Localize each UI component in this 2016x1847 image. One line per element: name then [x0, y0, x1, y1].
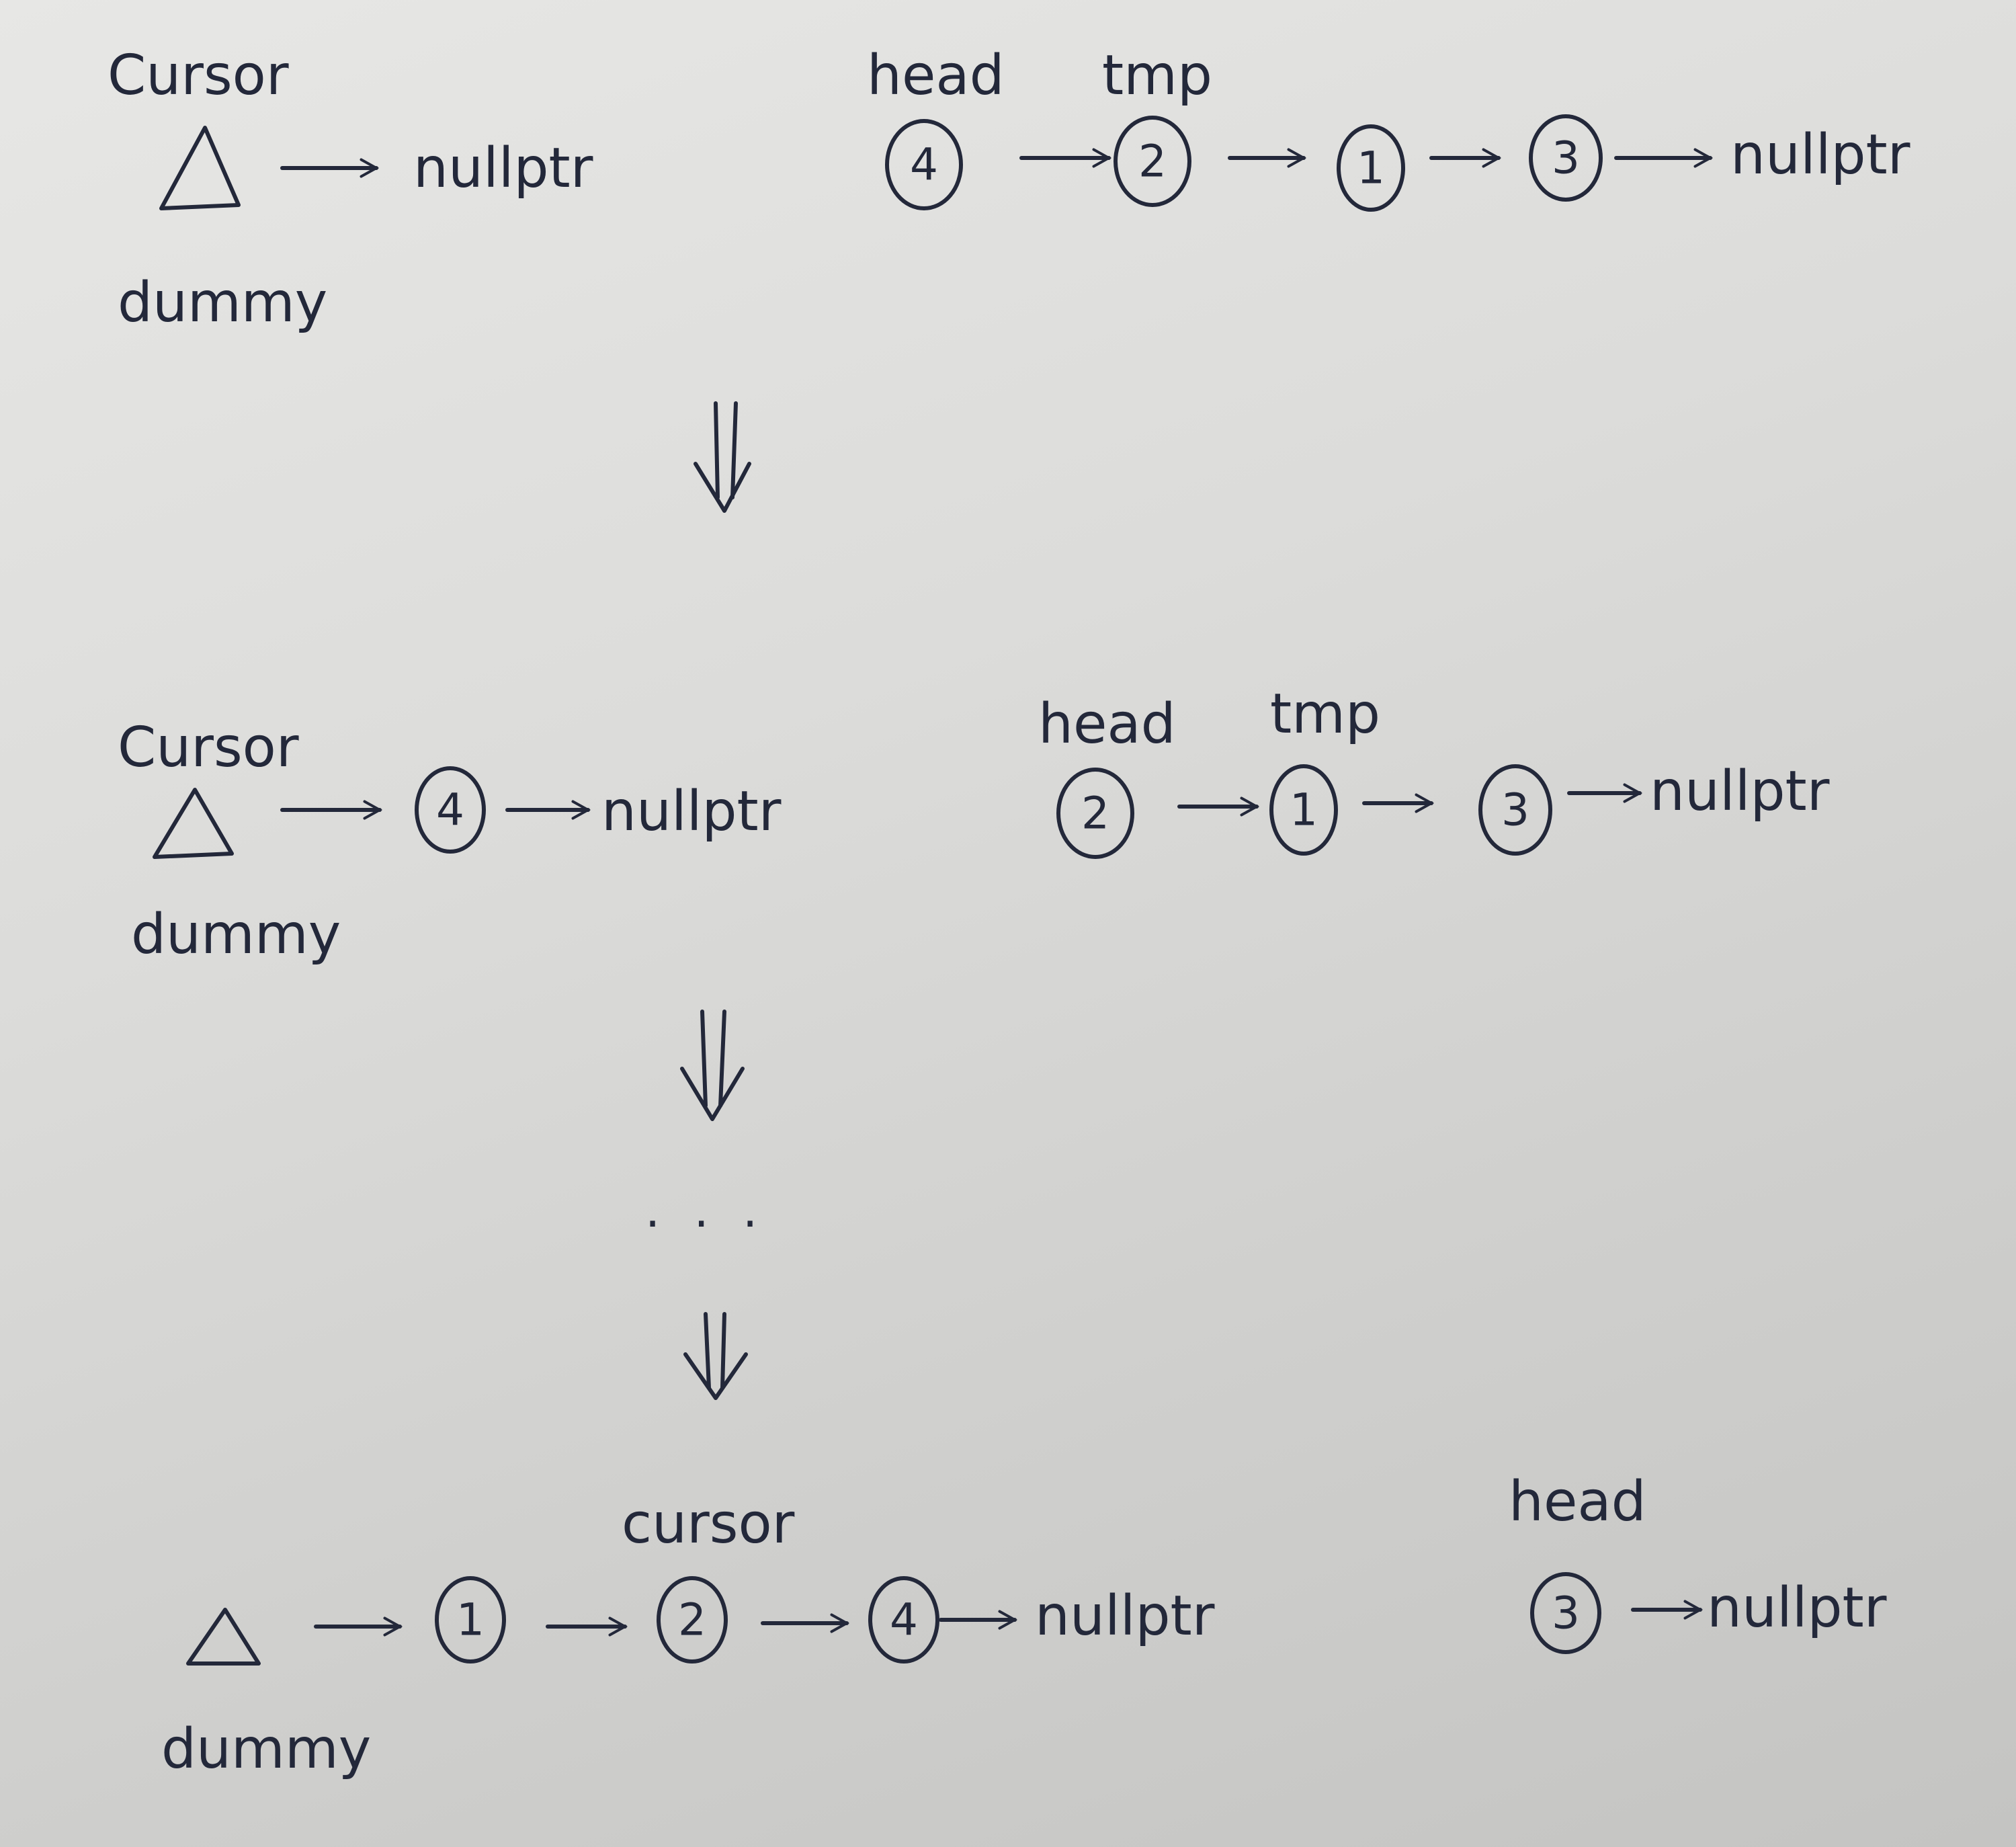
null-terminator: nullptr: [413, 136, 593, 200]
list-node: 1: [1337, 124, 1405, 212]
dummy-label: dummy: [131, 903, 341, 967]
list-node: 4: [885, 119, 963, 210]
list-node: 2: [657, 1576, 728, 1664]
dummy-node-triangle: [159, 126, 241, 210]
stage-1: Cursor nullptr dummy head tmp 4 2 1 3 nu…: [108, 44, 1910, 335]
dummy-label: dummy: [161, 1717, 371, 1781]
transition-arrow: [683, 1312, 748, 1400]
node-value: 1: [1357, 142, 1385, 194]
stage-2: Cursor 4 nullptr dummy head tmp 2 1 3 nu…: [118, 682, 1830, 967]
null-terminator: nullptr: [1707, 1576, 1887, 1640]
head-label: head: [867, 44, 1005, 108]
transition-arrow: [680, 1010, 745, 1121]
node-value: 1: [1290, 784, 1318, 836]
node-value: 2: [1081, 788, 1109, 839]
list-node: 2: [1114, 116, 1191, 207]
null-terminator: nullptr: [1730, 123, 1910, 187]
dummy-node-triangle: [153, 788, 234, 859]
stage-3: cursor 1 2 4 nullptr dummy head 3 nullpt…: [161, 1470, 1887, 1781]
tmp-label: tmp: [1102, 44, 1212, 108]
list-node: 4: [415, 766, 486, 854]
list-node: 3: [1478, 764, 1552, 856]
null-terminator: nullptr: [601, 780, 782, 844]
list-node: 3: [1530, 1572, 1601, 1654]
list-node: 3: [1529, 114, 1603, 202]
node-value: 1: [456, 1594, 485, 1646]
dummy-node-triangle: [186, 1608, 261, 1666]
node-value: 2: [1138, 136, 1167, 188]
head-label: head: [1038, 692, 1176, 756]
list-node: 2: [1056, 768, 1134, 859]
node-value: 4: [890, 1594, 918, 1646]
node-value: 2: [678, 1594, 706, 1646]
cursor-label: Cursor: [108, 44, 289, 108]
null-terminator: nullptr: [1035, 1584, 1215, 1648]
node-value: 3: [1501, 784, 1529, 836]
node-value: 4: [436, 784, 464, 836]
list-node: 1: [435, 1576, 506, 1664]
ellipsis: . . .: [645, 1183, 767, 1238]
node-value: 4: [910, 139, 938, 191]
cursor-label: cursor: [622, 1492, 795, 1556]
cursor-label: Cursor: [118, 716, 299, 780]
head-label: head: [1509, 1470, 1646, 1534]
list-node: 1: [1269, 764, 1338, 856]
tmp-label: tmp: [1270, 682, 1380, 746]
dummy-label: dummy: [118, 271, 327, 335]
node-value: 3: [1552, 1588, 1580, 1639]
transition-arrow: [694, 401, 751, 513]
list-node: 4: [868, 1576, 939, 1664]
null-terminator: nullptr: [1650, 760, 1830, 823]
node-value: 3: [1552, 132, 1580, 184]
